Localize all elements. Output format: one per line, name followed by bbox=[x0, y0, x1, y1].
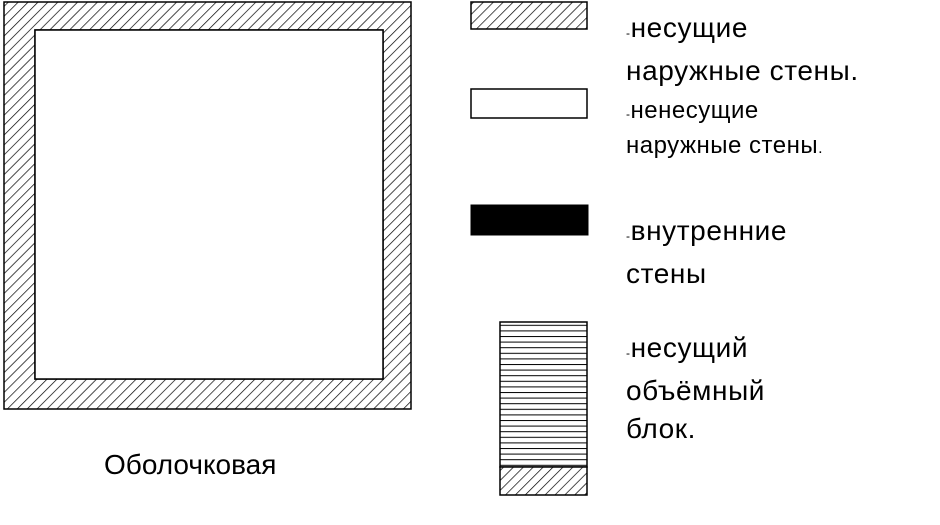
inner-wall-swatch bbox=[470, 204, 589, 236]
shell-interior bbox=[34, 29, 384, 380]
bearing-wall-swatch bbox=[470, 1, 588, 30]
volume-block-base bbox=[499, 466, 588, 496]
legend-nonbearing-outer-label: -ненесущие наружные стены. bbox=[626, 97, 824, 159]
legend-volume-block-label: -несущий объёмный блок. bbox=[626, 332, 766, 444]
nonbearing-wall-swatch bbox=[470, 88, 588, 119]
structure-caption: Оболочковая bbox=[104, 449, 277, 480]
volume-block-swatch bbox=[499, 321, 588, 468]
legend-bearing-outer-label: -несущие наружные стены. bbox=[626, 12, 859, 86]
legend-inner-walls-label: -внутренние стены bbox=[626, 215, 788, 289]
